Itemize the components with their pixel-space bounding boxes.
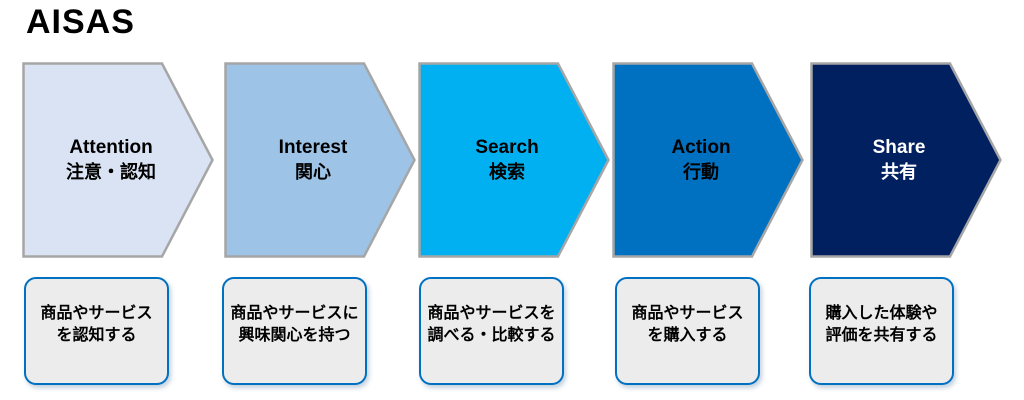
description-box-search: 商品やサービスを 調べる・比較する [419,277,564,385]
chevron-arrow-shape [22,62,214,258]
description-box-action: 商品やサービス を購入する [615,277,760,385]
stage-chevron-action: Action 行動 [612,62,804,258]
stage-chevron-interest: Interest 関心 [224,62,416,258]
stage-label-ja: 行動 [683,162,719,182]
description-line: 商品やサービス [631,305,744,322]
description-box-share: 購入した体験や 評価を共有する [809,277,954,385]
description-line: 商品やサービス [40,305,153,322]
description-line: 商品やサービスに [230,305,359,322]
description-line: 商品やサービスを [427,305,556,322]
stage-chevron-attention: Attention 注意・認知 [22,62,214,258]
chevron-arrow-shape [612,62,804,258]
description-box-attention: 商品やサービス を認知する [24,277,169,385]
stage-label-en: Interest [278,137,348,158]
chevron-arrow-shape [224,62,416,258]
description-line: 購入した体験や [825,305,938,322]
chevron-arrow-shape [810,62,1002,258]
stage-label-ja: 検索 [489,162,525,182]
description-line: を購入する [647,327,728,344]
stage-label-ja: 注意・認知 [66,162,156,182]
description-line: 興味関心を持つ [238,327,351,344]
stage-label-ja: 共有 [881,162,917,182]
description-line: を認知する [56,327,137,344]
stage-label-en: Share [872,137,926,158]
chevron-arrow-shape [418,62,610,258]
stage-chevron-share: Share 共有 [810,62,1002,258]
stage-label-en: Search [475,137,539,158]
description-line: 評価を共有する [825,327,938,344]
description-box-interest: 商品やサービスに 興味関心を持つ [222,277,367,385]
stage-label-ja: 関心 [295,162,331,182]
stage-label-en: Action [671,137,731,158]
stage-chevron-search: Search 検索 [418,62,610,258]
description-line: 調べる・比較する [427,327,556,344]
page-title: AISAS [26,3,135,41]
stage-label-en: Attention [69,137,153,158]
